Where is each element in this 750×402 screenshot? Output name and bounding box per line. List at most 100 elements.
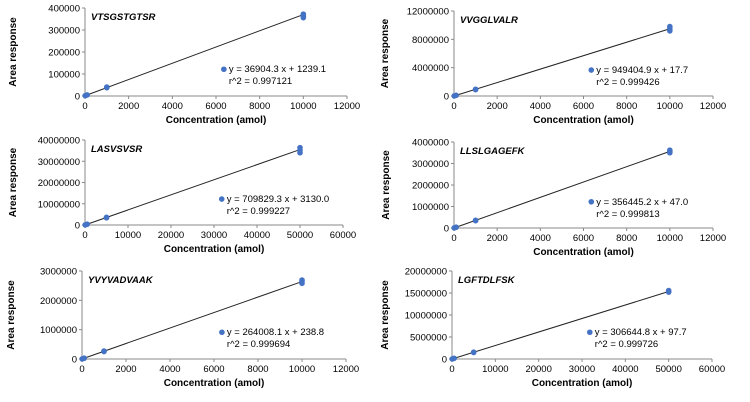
fit-line [81, 281, 303, 360]
x-axis-title: Concentration (amol) [533, 115, 634, 126]
legend-marker [588, 67, 595, 73]
y-tick-label: 0 [442, 355, 447, 366]
y-axis-title: Area response [8, 17, 19, 87]
x-tick-label: 50000 [655, 364, 681, 375]
peptide-title: VTSGSTGTSR [91, 12, 156, 23]
x-tick-label: 60000 [330, 230, 356, 241]
x-tick-label: 20000 [158, 230, 184, 241]
data-point [453, 224, 459, 231]
x-axis-title: Concentration (amol) [532, 378, 633, 389]
y-tick-label: 10000000 [405, 311, 447, 322]
legend-marker [588, 198, 595, 205]
x-tick-label: 6000 [573, 233, 594, 244]
peptide-title: LLSLGAGEFK [460, 146, 526, 157]
y-tick-label: 1000000 [40, 325, 77, 336]
r-squared: r^2 = 0.999694 [227, 339, 290, 350]
data-point [472, 217, 479, 224]
data-point [81, 355, 87, 362]
x-tick-label: 8000 [249, 101, 270, 112]
data-point [84, 221, 90, 228]
fit-line [84, 14, 304, 97]
y-tick-label: 4000000 [412, 63, 449, 74]
y-tick-label: 1000000 [412, 202, 449, 213]
data-point [667, 23, 673, 30]
x-tick-label: 4000 [530, 233, 551, 244]
data-point [451, 355, 457, 362]
fit-line [453, 28, 670, 97]
data-point [84, 92, 90, 98]
legend-marker [587, 329, 593, 336]
x-tick-label: 12000 [333, 364, 359, 375]
x-tick-label: 6000 [203, 364, 224, 375]
data-point [453, 92, 459, 99]
y-tick-label: 0 [75, 221, 80, 232]
y-tick-label: 8000000 [412, 35, 449, 46]
x-tick-label: 30000 [569, 364, 595, 375]
regression-equation: y = 356445.2 x + 47.0 [596, 197, 688, 208]
y-axis-title: Area response [6, 280, 17, 350]
peptide-title: LASVSVSR [91, 144, 142, 155]
y-axis-title: Area response [8, 147, 19, 217]
data-point [300, 14, 307, 21]
y-tick-label: 3000000 [412, 159, 449, 170]
data-point [103, 214, 110, 221]
x-tick-label: 0 [451, 233, 456, 244]
y-tick-label: 12000000 [407, 7, 449, 18]
y-tick-label: 30000000 [38, 157, 80, 168]
y-axis-title: Area response [380, 18, 391, 88]
x-tick-label: 10000 [657, 233, 683, 244]
x-tick-label: 2000 [115, 364, 136, 375]
y-tick-label: 200000 [48, 48, 80, 59]
regression-equation: y = 264008.1 x + 238.8 [227, 327, 324, 338]
x-tick-label: 8000 [616, 101, 637, 112]
x-tick-label: 6000 [205, 101, 226, 112]
y-axis-title: Area response [381, 150, 392, 220]
x-tick-label: 60000 [699, 364, 725, 375]
legend-marker [219, 329, 225, 336]
data-point [104, 84, 110, 91]
y-tick-label: 15000000 [405, 289, 447, 300]
x-tick-label: 4000 [530, 101, 551, 112]
y-axis-title: Area response [380, 280, 391, 350]
y-tick-label: 3000000 [40, 267, 77, 278]
regression-equation: y = 709829.3 x + 3130.0 [227, 194, 329, 205]
x-tick-label: 0 [79, 364, 84, 375]
peptide-title: VVGGLVALR [460, 15, 518, 26]
data-point [101, 348, 107, 355]
x-tick-label: 30000 [201, 230, 227, 241]
r-squared: r^2 = 0.999813 [596, 209, 659, 220]
x-axis-title: Concentration (amol) [166, 115, 267, 126]
x-axis-title: Concentration (amol) [533, 247, 634, 258]
data-point [667, 147, 673, 153]
x-axis-title: Concentration (amol) [164, 244, 265, 255]
x-tick-label: 12000 [334, 101, 360, 112]
x-tick-label: 2000 [487, 101, 508, 112]
x-tick-label: 40000 [612, 364, 638, 375]
y-tick-label: 0 [72, 355, 77, 366]
y-tick-label: 0 [444, 92, 449, 103]
x-tick-label: 12000 [700, 233, 726, 244]
x-tick-label: 50000 [287, 230, 313, 241]
r-squared: r^2 = 0.999227 [227, 206, 290, 217]
y-tick-label: 20000000 [38, 178, 80, 189]
legend-marker [221, 66, 227, 73]
x-tick-label: 10000 [482, 364, 508, 375]
x-tick-label: 0 [82, 101, 87, 112]
data-point [299, 277, 305, 283]
y-tick-label: 40000000 [38, 136, 80, 147]
x-tick-label: 2000 [118, 101, 139, 112]
fit-line [451, 291, 669, 360]
x-tick-label: 0 [451, 101, 456, 112]
x-tick-label: 40000 [244, 230, 270, 241]
y-tick-label: 2000000 [412, 181, 449, 192]
y-tick-label: 10000000 [38, 199, 80, 210]
x-tick-label: 12000 [700, 101, 726, 112]
y-tick-label: 400000 [48, 4, 80, 15]
data-point [472, 86, 479, 93]
peptide-title: LGFTDLFSK [458, 275, 516, 286]
x-tick-label: 8000 [247, 364, 268, 375]
x-axis-title: Concentration (amol) [164, 378, 265, 389]
